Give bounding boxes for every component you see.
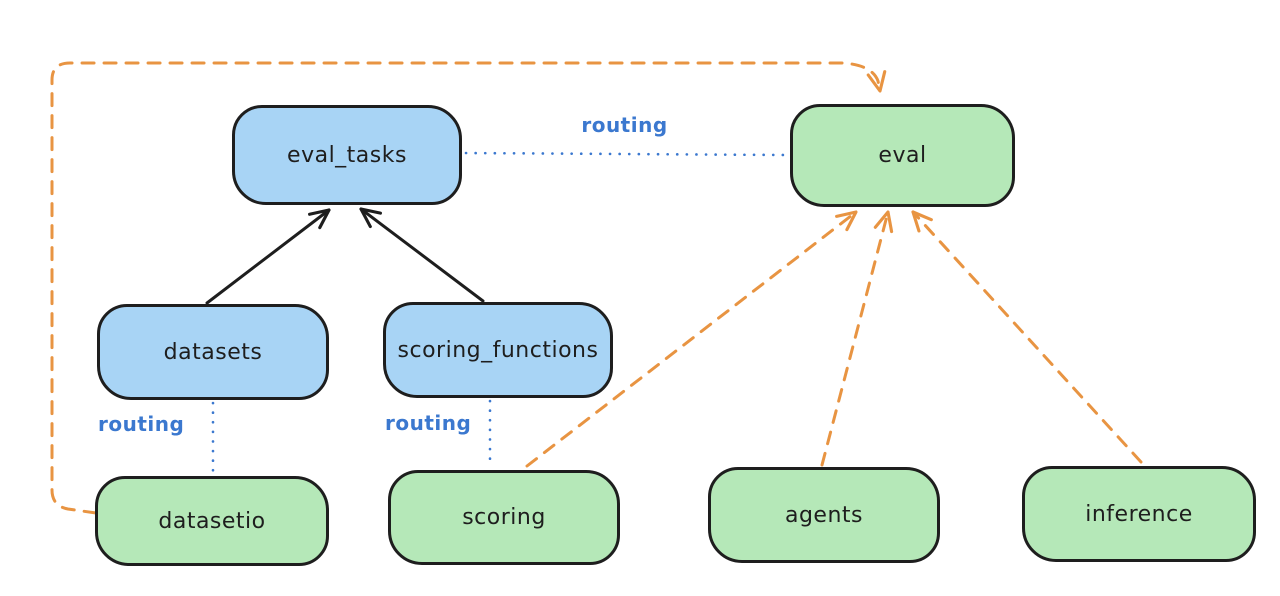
node-scoring-functions-label: scoring_functions [397, 337, 599, 363]
edge-eval-tasks-to-eval-routing [464, 151, 788, 157]
node-scoring: scoring [388, 470, 620, 565]
edge-scoring-functions-to-eval-tasks [359, 207, 485, 303]
routing-label-scoring-functions-scoring: routing [385, 411, 472, 435]
edge-scoring-to-eval [525, 210, 858, 468]
node-inference: inference [1022, 466, 1256, 562]
node-eval: eval [790, 104, 1015, 207]
node-eval-tasks: eval_tasks [232, 105, 462, 205]
node-datasetio: datasetio [95, 476, 329, 566]
node-eval-tasks-label: eval_tasks [287, 142, 407, 168]
node-eval-label: eval [878, 143, 927, 168]
edge-agents-to-eval [820, 210, 894, 467]
node-inference-label: inference [1085, 501, 1193, 527]
node-scoring-functions: scoring_functions [383, 302, 613, 398]
node-datasetio-label: datasetio [158, 508, 266, 534]
node-datasets-label: datasets [163, 339, 263, 365]
routing-label-datasets-datasetio: routing [98, 412, 185, 436]
node-agents-label: agents [784, 502, 863, 528]
node-scoring-label: scoring [462, 505, 546, 530]
routing-label-eval-tasks-eval: routing [581, 113, 668, 137]
edge-inference-to-eval [911, 210, 1143, 464]
node-agents: agents [708, 467, 940, 563]
edge-datasets-to-eval-tasks [205, 208, 331, 305]
node-datasets: datasets [97, 304, 329, 400]
